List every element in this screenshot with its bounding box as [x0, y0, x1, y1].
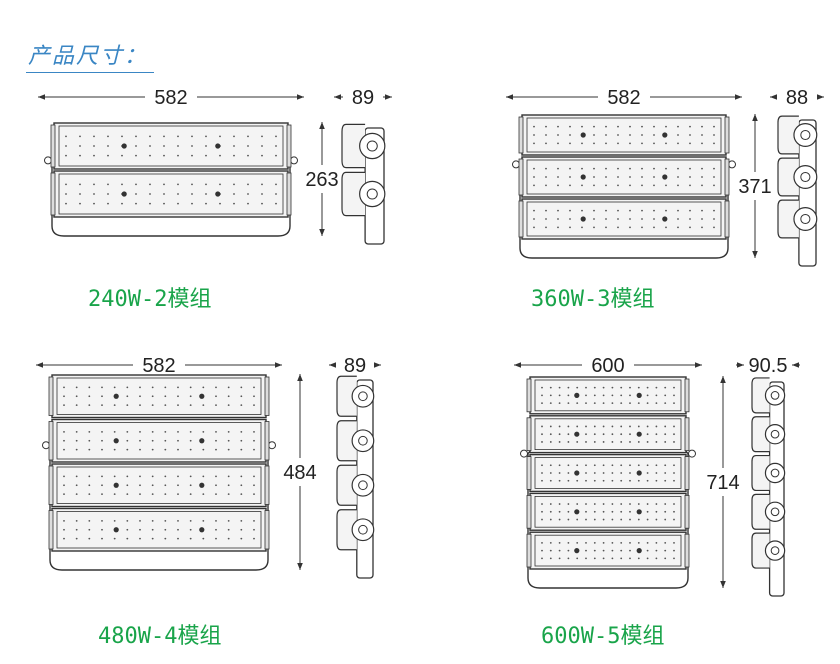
led-module	[526, 415, 690, 454]
side-view-240w	[341, 123, 386, 245]
side-view-600w	[751, 377, 786, 597]
model-label-600w: 600W-5模组	[541, 624, 665, 649]
led-module	[48, 463, 270, 508]
led-module	[526, 376, 690, 415]
led-module	[526, 453, 690, 493]
width-dimension: 582	[154, 87, 187, 109]
depth-dimension: 89	[352, 87, 374, 109]
fixture-360w: 582 371 88	[506, 87, 824, 267]
led-module	[48, 374, 270, 419]
height-dimension: 263	[305, 169, 338, 191]
led-module	[526, 492, 690, 531]
front-view-480w	[42, 374, 276, 571]
depth-dimension: 90.5	[749, 355, 788, 377]
width-dimension: 600	[591, 355, 624, 377]
front-view-600w	[520, 376, 696, 589]
model-label-360w: 360W-3模组	[531, 287, 655, 312]
led-module	[518, 198, 730, 240]
section-heading: 产品尺寸：	[26, 38, 155, 73]
led-module	[526, 531, 690, 570]
led-module	[50, 122, 292, 170]
width-dimension: 582	[607, 87, 640, 109]
height-dimension: 484	[283, 462, 316, 484]
led-module	[518, 114, 730, 156]
depth-dimension: 88	[786, 87, 808, 109]
depth-dimension: 89	[344, 355, 366, 377]
fixture-480w: 582 484 89	[36, 355, 381, 579]
led-module	[48, 418, 270, 463]
front-view-360w	[512, 114, 736, 259]
led-module	[48, 507, 270, 552]
width-dimension: 582	[142, 355, 175, 377]
side-view-480w	[336, 375, 375, 579]
model-label-480w: 480W-4模组	[98, 624, 222, 649]
front-view-240w	[44, 122, 298, 237]
led-module	[50, 170, 292, 218]
side-view-360w	[777, 115, 818, 267]
height-dimension: 371	[738, 176, 771, 198]
height-dimension: 714	[706, 472, 739, 494]
led-module	[518, 156, 730, 198]
fixture-600w: 600 714 90.5	[514, 355, 800, 597]
model-label-240w: 240W-2模组	[88, 287, 212, 312]
fixture-240w: 582 263 89	[38, 87, 392, 245]
